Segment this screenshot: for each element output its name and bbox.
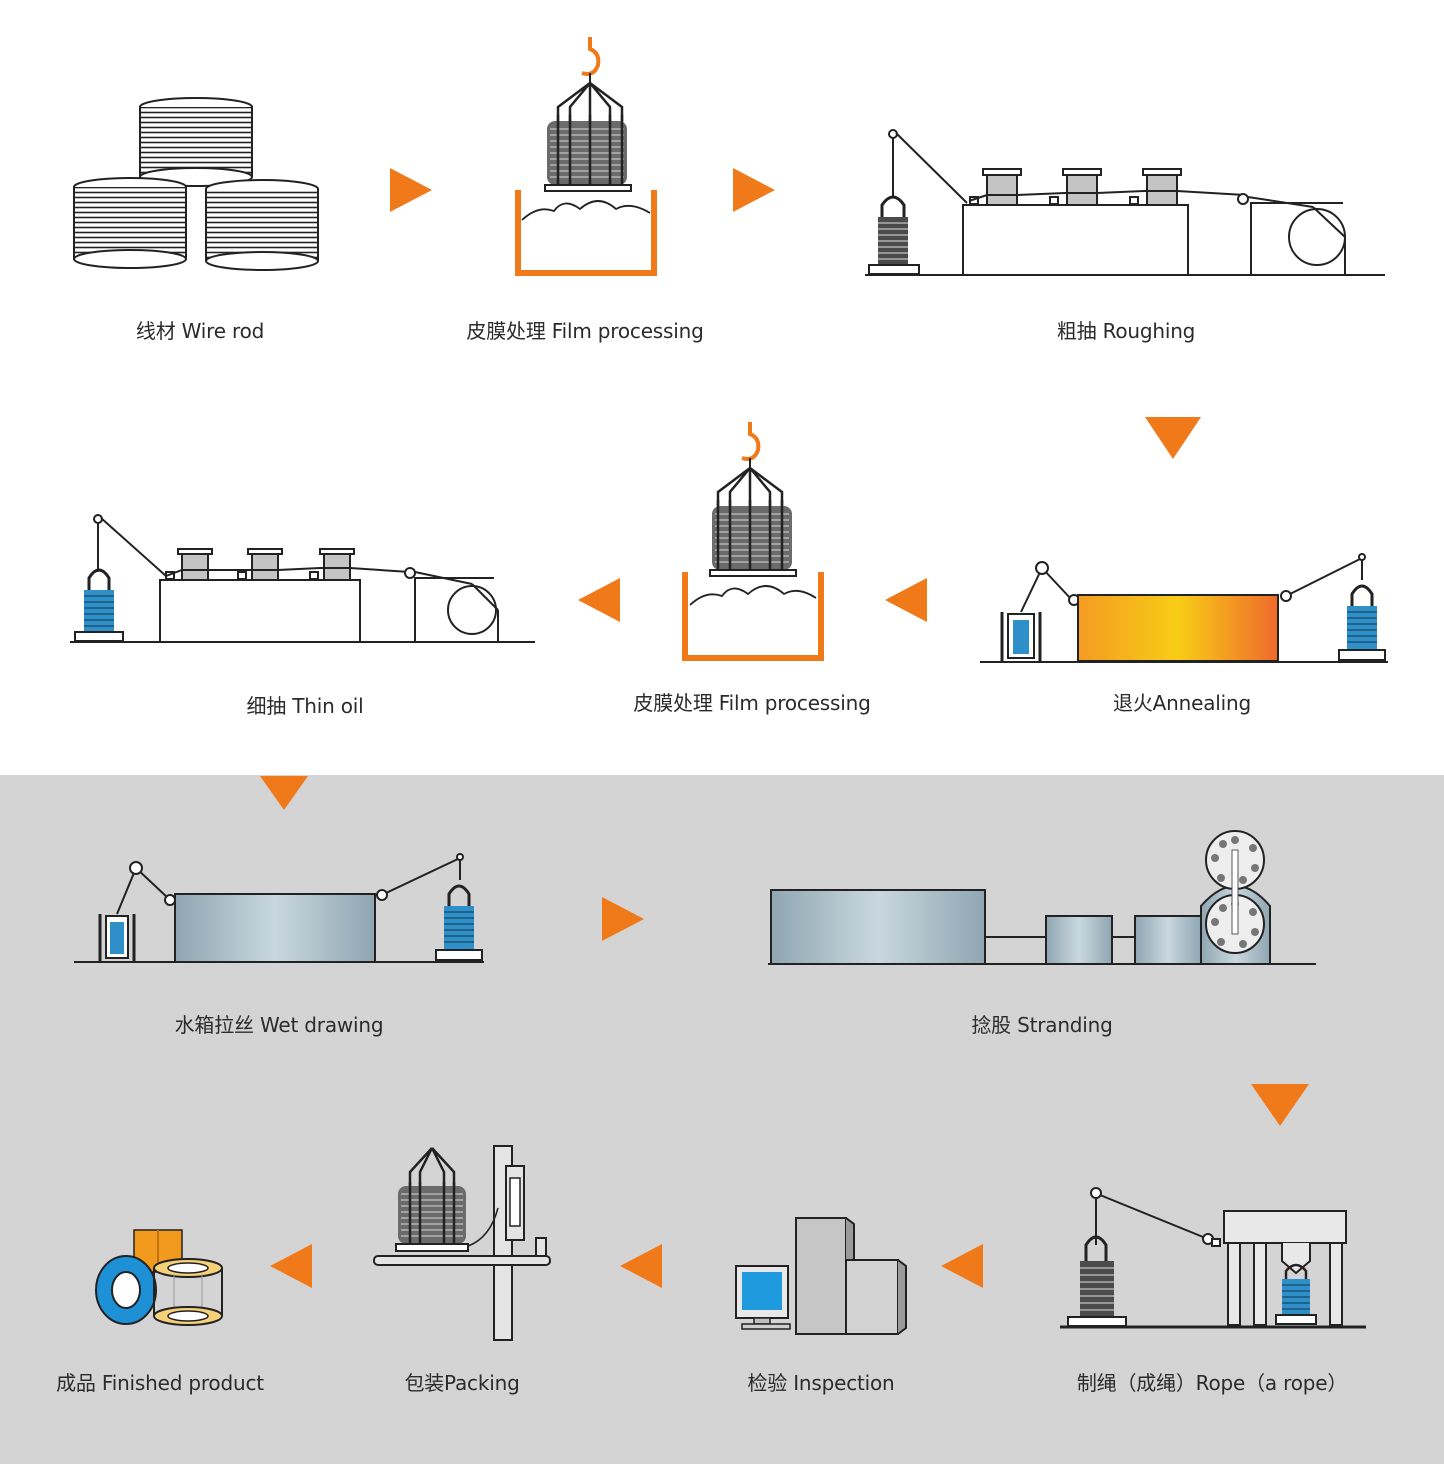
flow-arrow-left <box>620 1244 662 1288</box>
stranding-machine-illustration <box>768 830 1316 965</box>
flow-arrow-left <box>578 578 620 622</box>
inspection-computer-illustration <box>735 1217 907 1335</box>
flow-arrow-down <box>1145 417 1201 459</box>
flow-arrow-down <box>1251 1084 1309 1126</box>
flow-arrow-right <box>390 168 432 212</box>
step-label-rope: 制绳（成绳）Rope（a rope） <box>1076 1371 1348 1395</box>
annealing-furnace-illustration <box>980 553 1388 663</box>
wire-rod-coils-illustration <box>73 97 319 271</box>
flow-arrow-right <box>602 897 644 941</box>
film-processing-tank-illustration <box>515 37 657 276</box>
step-label-inspection: 检验 Inspection <box>747 1371 895 1395</box>
wet-drawing-water-tank-illustration <box>74 853 484 963</box>
step-label-stranding: 捻股 Stranding <box>971 1013 1113 1037</box>
lower-process-panel <box>0 775 1444 1464</box>
packing-machine-illustration <box>373 1145 551 1341</box>
film-processing-tank-illustration <box>682 422 824 661</box>
flow-arrow-down <box>260 776 308 810</box>
step-label-film-processing: 皮膜处理 Film processing <box>466 319 704 343</box>
step-label-wire-rod: 线材 Wire rod <box>135 319 265 343</box>
flow-arrow-right <box>733 168 775 212</box>
step-label-packing: 包装Packing <box>404 1371 520 1395</box>
flow-arrow-left <box>270 1244 312 1288</box>
step-label-finished-product: 成品 Finished product <box>56 1371 264 1395</box>
step-label-annealing: 退火Annealing <box>1113 691 1251 715</box>
roughing-drawing-machine-illustration <box>865 129 1385 276</box>
flow-arrow-left <box>941 1244 983 1288</box>
flow-arrow-left <box>885 578 927 622</box>
finished-product-spools-illustration <box>95 1229 223 1326</box>
step-label-thin-oil: 细抽 Thin oil <box>246 694 364 718</box>
thin-oil-drawing-machine-illustration <box>70 514 535 643</box>
rope-closing-machine-illustration <box>1060 1187 1366 1329</box>
step-label-roughing: 粗抽 Roughing <box>1056 319 1196 343</box>
step-label-film-processing: 皮膜处理 Film processing <box>633 691 871 715</box>
step-label-wet-drawing: 水箱拉丝 Wet drawing <box>174 1013 384 1037</box>
